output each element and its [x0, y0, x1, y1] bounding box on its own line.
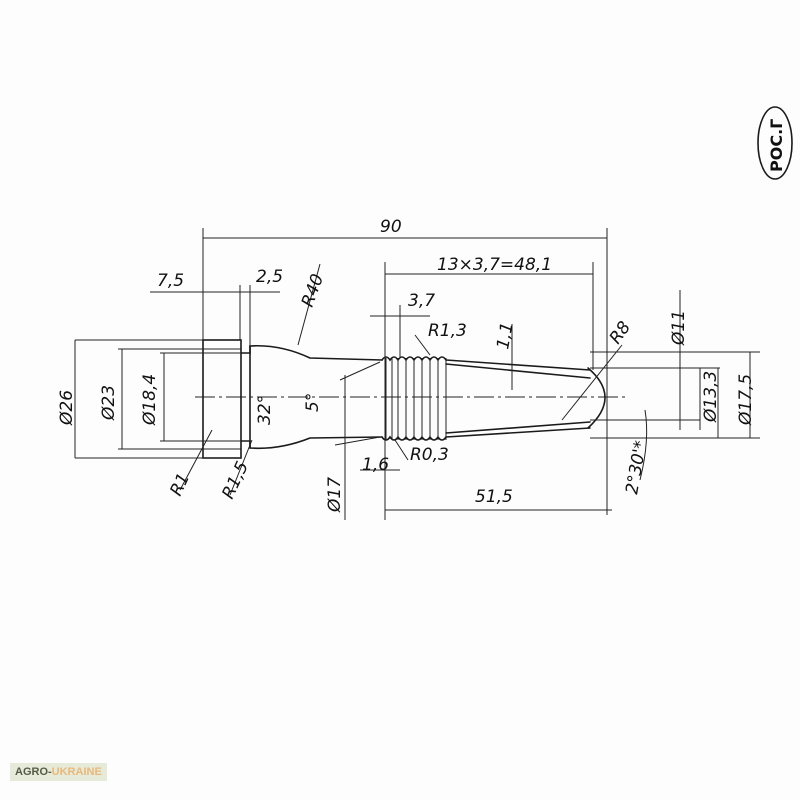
- shaft-outline: [74, 290, 760, 459]
- dim-radius-r1: R1: [166, 470, 194, 499]
- dim-taper-radius: R40: [298, 271, 328, 309]
- dim-angle-5: 5°: [303, 393, 323, 412]
- dim-dia-tip: Ø11: [669, 310, 689, 346]
- dim-dia-13-3: Ø13,3: [701, 371, 721, 423]
- dim-dia-17: Ø17: [325, 477, 345, 513]
- dim-taper-length: 51,5: [475, 487, 513, 507]
- dim-crest-radius: R1,3: [428, 321, 467, 341]
- dim-root-radius: R0,3: [410, 445, 449, 465]
- dim-taper-angle: 2°30'*: [622, 439, 651, 496]
- dim-angle-32: 32°: [255, 395, 275, 425]
- dim-step-width: 2,5: [256, 267, 283, 287]
- watermark-part1: AGRO-: [15, 766, 52, 778]
- dim-offset-1-6: 1,6: [362, 455, 389, 475]
- dim-flange-width: 7,5: [157, 271, 184, 291]
- dim-pitch: 3,7: [408, 291, 435, 311]
- dim-dia-17-5: Ø17,5: [736, 374, 756, 426]
- figure-label: РОС.Г: [767, 119, 786, 172]
- dim-dia-26: Ø26: [57, 390, 77, 426]
- dim-dia-18-4: Ø18,4: [140, 374, 160, 426]
- dim-radius-r1-5: R1,5: [218, 458, 253, 502]
- dim-thread-length: 13×3,7=48,1: [437, 255, 552, 275]
- dimension-lines: [150, 228, 648, 520]
- dim-tip-radius: R8: [606, 318, 635, 348]
- watermark: AGRO-UKRAINE: [10, 763, 107, 781]
- dim-groove-depth: 1,1: [493, 321, 517, 351]
- figure-label-frame: [757, 106, 793, 180]
- watermark-part2: UKRAINE: [51, 766, 102, 778]
- dim-dia-23: Ø23: [99, 385, 119, 421]
- dim-overall-length: 90: [380, 217, 402, 237]
